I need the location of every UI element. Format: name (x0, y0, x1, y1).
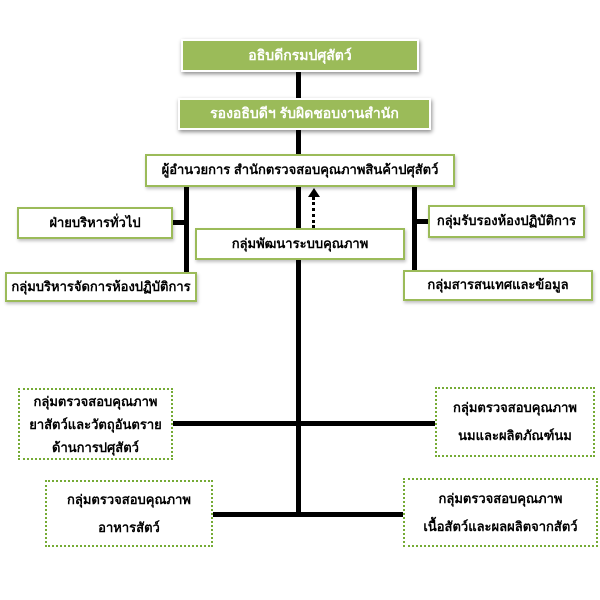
dotted-arrow-line (312, 197, 315, 228)
org-node-label-line: กลุ่มตรวจสอบคุณภาพ (67, 491, 191, 507)
org-node-label: กลุ่มพัฒนาระบบคุณภาพ (231, 235, 369, 251)
org-node-information-data: กลุ่มสารสนเทศและข้อมูล (403, 270, 593, 301)
org-node-milk-quality: กลุ่มตรวจสอบคุณภาพ นมและผลิตภัณฑ์นม (435, 387, 595, 457)
org-node-feed-quality: กลุ่มตรวจสอบคุณภาพ อาหารสัตว์ (45, 480, 213, 547)
org-node-label-line: นมและผลิตภัณฑ์นม (458, 428, 572, 443)
org-node-lab-management: กลุ่มบริหารจัดการห้องปฏิบัติการ (5, 272, 197, 302)
org-node-label-line: ยาสัตว์และวัตถุอันตราย (29, 416, 162, 432)
connector-center-trunk (296, 259, 301, 517)
org-node-deputy-director: รองอธิบดีฯ รับผิดชอบงานสำนัก (178, 98, 431, 130)
arrow-up-icon (308, 188, 320, 197)
connector-upper-dashed-row (172, 421, 436, 426)
org-node-bureau-director: ผู้อำนวยการ สำนักตรวจสอบคุณภาพสินค้าปศุส… (145, 154, 455, 187)
org-node-director-general: อธิบดีกรมปศุสัตว์ (181, 39, 419, 72)
connector-top-to-deputy (296, 71, 301, 99)
org-node-lab-accreditation: กลุ่มรับรองห้องปฏิบัติการ (428, 205, 585, 238)
connector-deputy-to-director (296, 130, 301, 156)
connector-right-branch-stub (415, 219, 430, 224)
org-node-label-line: กลุ่มตรวจสอบคุณภาพ (438, 490, 563, 506)
org-node-label: กลุ่มรับรองห้องปฏิบัติการ (436, 213, 577, 229)
connector-left-branch-vertical (184, 187, 189, 274)
org-node-label: กลุ่มบริหารจัดการห้องปฏิบัติการ (11, 278, 191, 294)
org-node-label: กลุ่มสารสนเทศและข้อมูล (427, 277, 569, 293)
connector-right-branch-vertical (412, 187, 417, 272)
org-node-label: ผู้อำนวยการ สำนักตรวจสอบคุณภาพสินค้าปศุส… (161, 162, 439, 178)
org-node-vet-drug-quality: กลุ่มตรวจสอบคุณภาพ ยาสัตว์และวัตถุอันตรา… (18, 388, 173, 460)
org-node-label: อธิบดีกรมปศุสัตว์ (248, 46, 352, 63)
org-node-meat-quality: กลุ่มตรวจสอบคุณภาพ เนื้อสัตว์และผลผลิตจา… (403, 478, 598, 547)
connector-lower-dashed-row (212, 512, 404, 517)
org-node-quality-system-dev: กลุ่มพัฒนาระบบคุณภาพ (195, 228, 405, 260)
org-node-label: รองอธิบดีฯ รับผิดชอบงานสำนัก (210, 105, 399, 122)
org-node-general-admin: ฝ่ายบริหารทั่วไป (17, 207, 173, 239)
org-node-label-line: เนื้อสัตว์และผลผลิตจากสัตว์ (423, 518, 578, 534)
connector-center-vertical-upper (296, 187, 301, 230)
org-node-label-line: ด้านการปศุสัตว์ (52, 439, 139, 455)
connector-left-branch-stub (172, 220, 188, 225)
org-node-label-line: กลุ่มตรวจสอบคุณภาพ (453, 400, 577, 415)
org-node-label: ฝ่ายบริหารทั่วไป (49, 214, 141, 230)
org-node-label-line: อาหารสัตว์ (98, 519, 160, 535)
org-node-label-line: กลุ่มตรวจสอบคุณภาพ (33, 393, 158, 409)
